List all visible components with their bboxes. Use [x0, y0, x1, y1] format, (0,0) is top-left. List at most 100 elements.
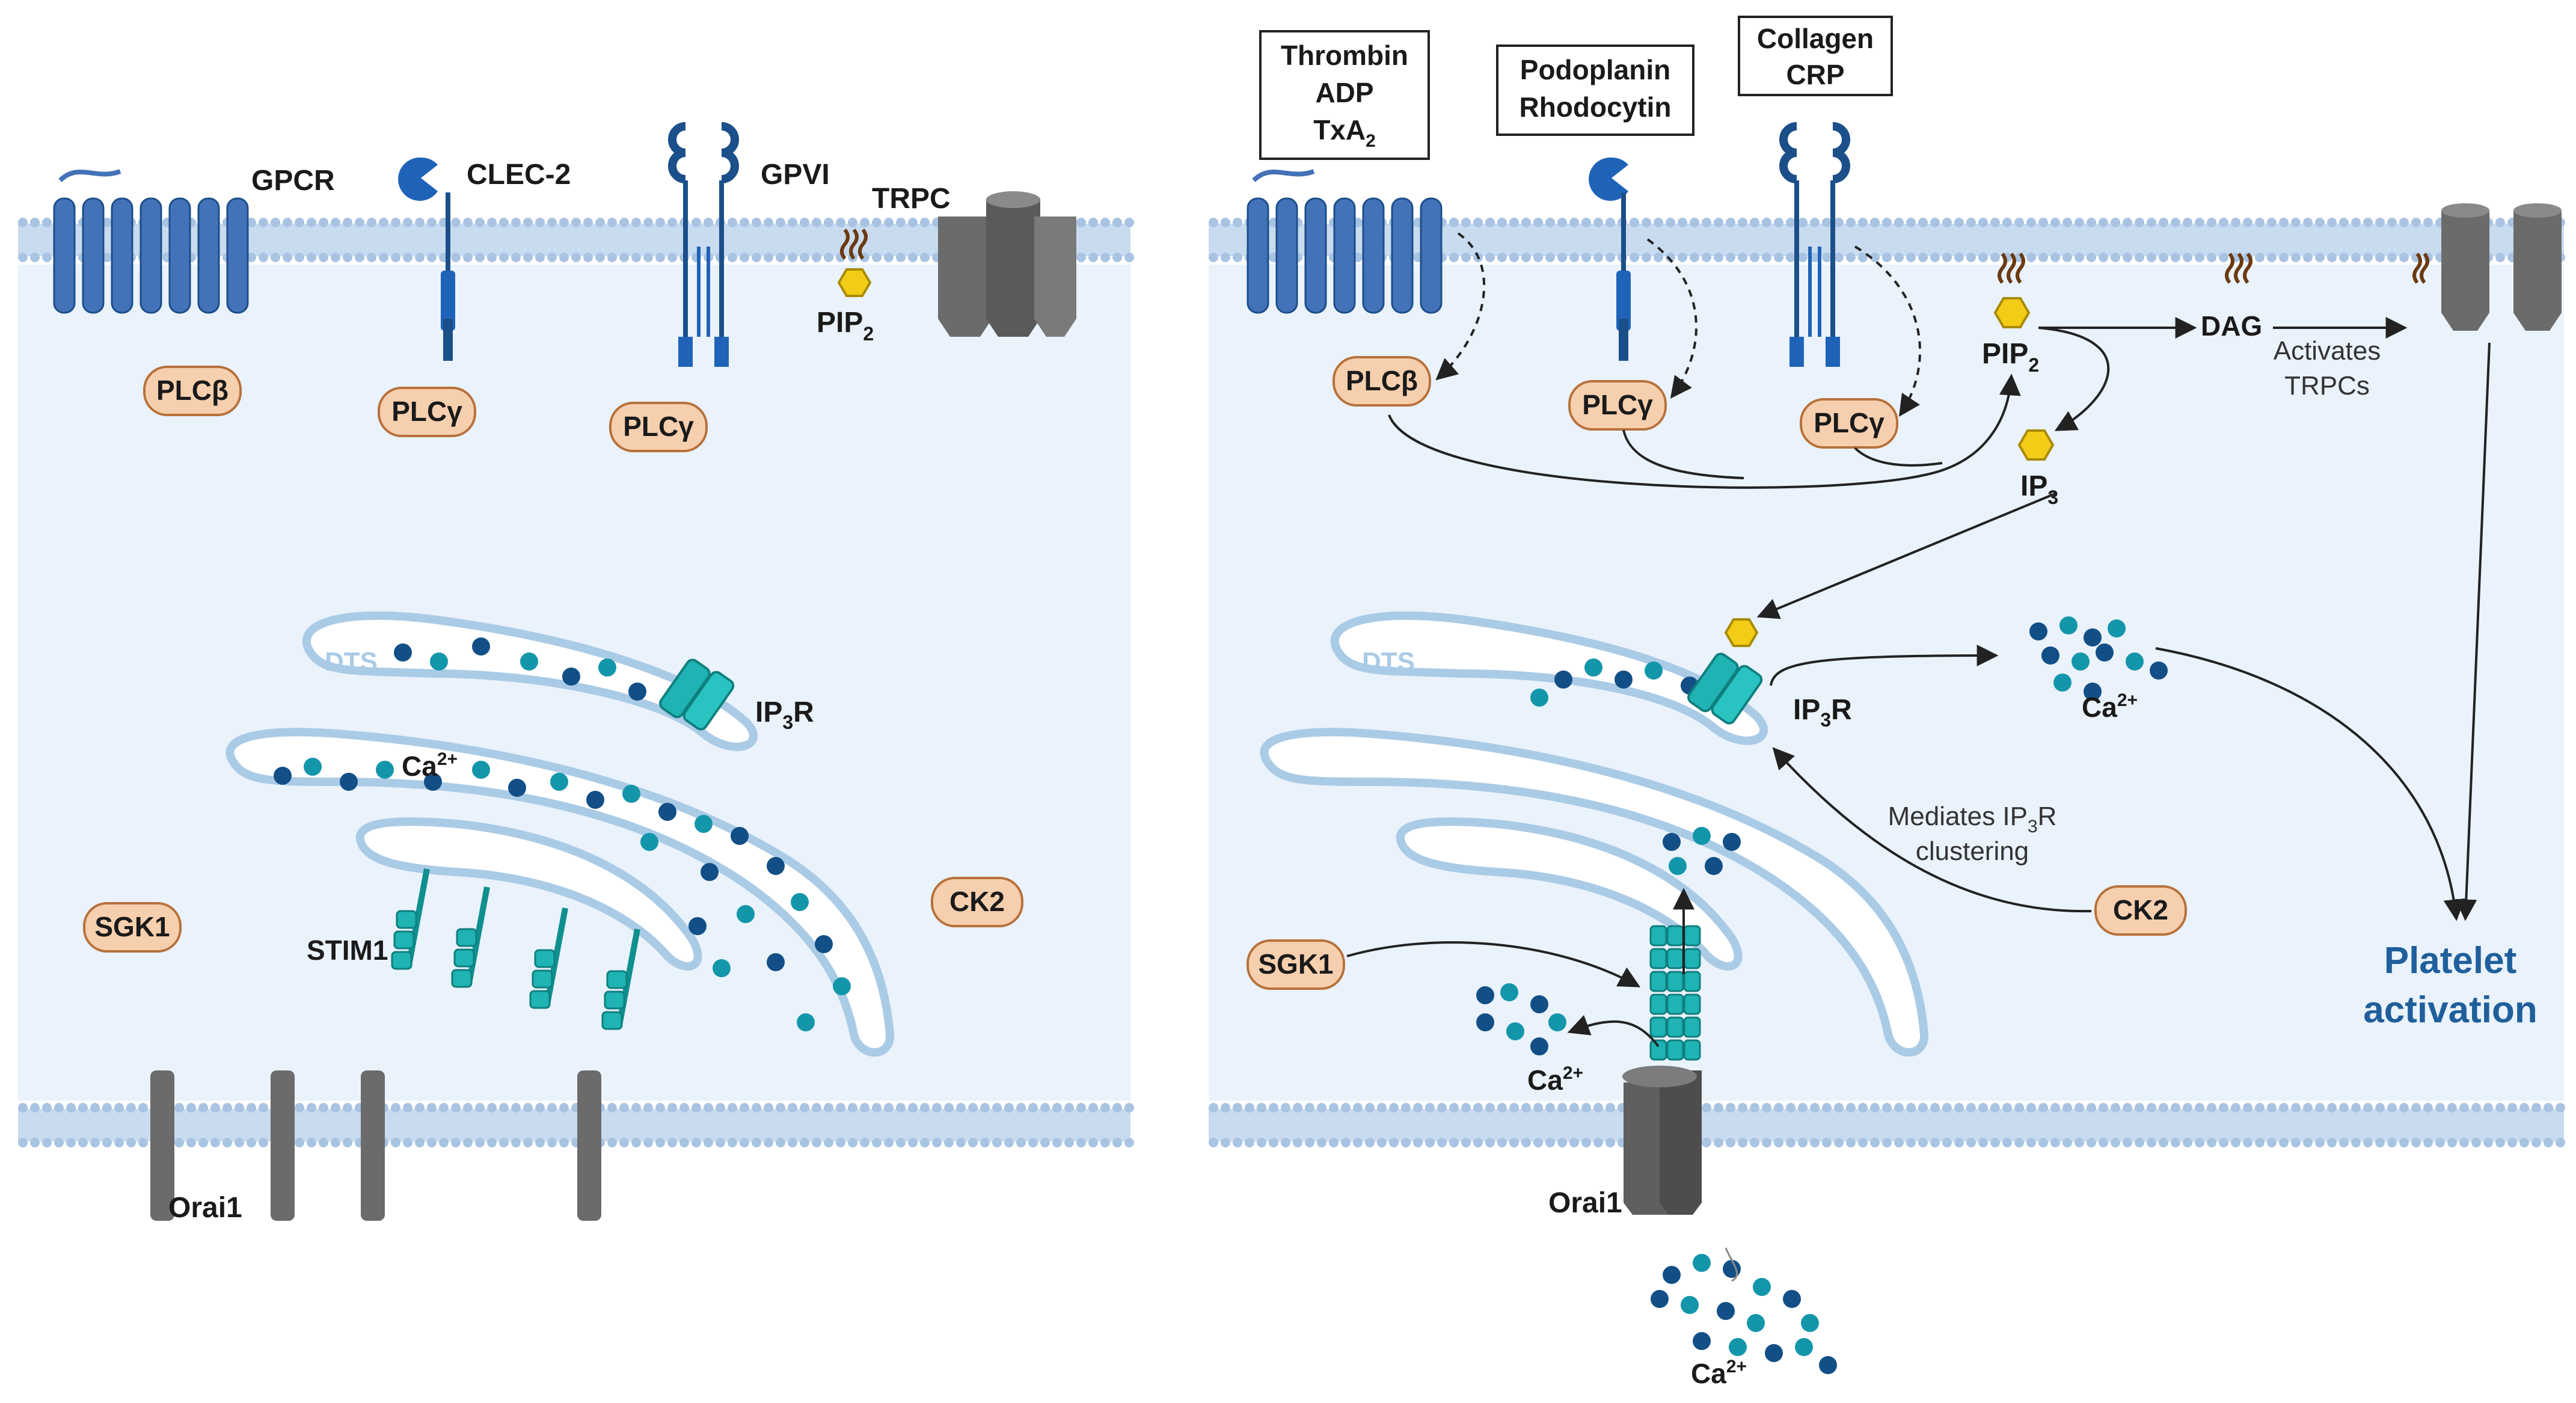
calcium-ion	[622, 785, 640, 803]
lipid-head	[1233, 253, 1242, 262]
lipid-head	[848, 1138, 857, 1147]
lipid-head	[1978, 1138, 1988, 1147]
lipid-head	[1485, 1138, 1495, 1147]
lipid-head	[884, 218, 894, 227]
lipid-head	[1449, 1138, 1459, 1147]
lipid-head	[487, 253, 497, 262]
lipid-head	[295, 1103, 304, 1113]
lipid-head	[475, 1138, 485, 1147]
calcium-ion	[1554, 671, 1572, 689]
lipid-head	[2471, 1103, 2481, 1113]
svg-text:Rhodocytin: Rhodocytin	[1520, 91, 1672, 123]
gpcr-helix	[1333, 197, 1356, 314]
lipid-head	[2183, 253, 2192, 262]
lipid-head	[2532, 1103, 2541, 1113]
lipid-head	[1100, 1103, 1110, 1113]
lipid-head	[908, 1103, 918, 1113]
lipid-head	[1605, 218, 1615, 227]
lipid-head	[1774, 1103, 1783, 1113]
lipid-head	[535, 218, 545, 227]
lipid-head	[1581, 1103, 1591, 1113]
lipid-head	[451, 253, 461, 262]
lipid-head	[1978, 218, 1988, 227]
lipid-head	[1738, 1138, 1747, 1147]
lipid-head	[1545, 1103, 1555, 1113]
lipid-head	[752, 253, 761, 262]
lipid-head	[186, 1103, 196, 1113]
lipid-head	[1076, 253, 1086, 262]
stim1-domain	[453, 948, 475, 968]
lipid-head	[1461, 253, 1471, 262]
lipid-head	[1810, 1103, 1820, 1113]
gpvi-ig-domain	[721, 122, 739, 183]
lipid-head	[2544, 1138, 2553, 1147]
lipid-head	[427, 1138, 437, 1147]
lipid-head	[1353, 1138, 1363, 1147]
lipid-head	[1593, 1138, 1603, 1147]
lipid-head	[499, 1103, 509, 1113]
lipid-head	[186, 1138, 196, 1147]
lipid-head	[1906, 253, 1916, 262]
lipid-head	[692, 1138, 701, 1147]
stim1-domain	[1683, 948, 1701, 969]
gpcr-helix	[1420, 197, 1443, 314]
lipid-head	[78, 1103, 88, 1113]
lipid-head	[475, 218, 485, 227]
calcium-ion	[1615, 671, 1633, 689]
lipid-head	[2111, 1103, 2120, 1113]
lipid-head	[2255, 1138, 2265, 1147]
svg-text:SGK1: SGK1	[94, 911, 170, 942]
lipid-head	[78, 1138, 88, 1147]
gpcr-helix	[53, 197, 76, 314]
lipid-head	[692, 1103, 701, 1113]
calcium-ion	[274, 767, 292, 785]
lipid-head	[728, 253, 737, 262]
lipid-head	[523, 1103, 533, 1113]
lipid-head	[1846, 218, 1856, 227]
plcb-enzyme-right: PLCβ	[1332, 356, 1431, 407]
lipid-head	[1726, 1138, 1735, 1147]
calcium-ion	[1584, 659, 1602, 677]
lipid-head	[2519, 1138, 2529, 1147]
pathway-arrows	[1346, 232, 2491, 1282]
lipid-head	[2062, 1138, 2072, 1147]
lipid-head	[2050, 253, 2060, 262]
lipid-head	[2014, 1103, 2024, 1113]
ca-label-extracellular: Ca2+	[1691, 1357, 1747, 1389]
lipid-head	[740, 218, 749, 227]
lipid-head	[283, 253, 292, 262]
lipid-head	[1365, 1138, 1375, 1147]
lipid-head	[2339, 1138, 2349, 1147]
stim1-domain	[451, 969, 473, 988]
gpvi-ig-domain	[1832, 122, 1850, 183]
lipid-head	[1774, 218, 1783, 227]
lipid-head	[631, 1138, 641, 1147]
lipid-head	[2339, 253, 2349, 262]
lipid-head	[114, 1138, 124, 1147]
lipid-head	[643, 1138, 653, 1147]
lipid-head	[1942, 253, 1952, 262]
lipid-head	[2351, 253, 2361, 262]
lipid-head	[1762, 218, 1771, 227]
lipid-head	[1786, 1138, 1796, 1147]
lipid-head	[776, 1138, 785, 1147]
lipid-head	[1545, 253, 1555, 262]
lipid-head	[1798, 1103, 1808, 1113]
calcium-ion	[1693, 1254, 1711, 1272]
lipid-head	[2315, 253, 2325, 262]
lipid-head	[427, 253, 437, 262]
lipid-head	[1497, 218, 1507, 227]
lipid-head	[716, 1138, 725, 1147]
lipid-head	[1389, 1103, 1399, 1113]
lipid-head	[1124, 1138, 1134, 1147]
lipid-head	[174, 1103, 184, 1113]
lipid-head	[1930, 253, 1940, 262]
lipid-head	[198, 1103, 208, 1113]
lipid-head	[1076, 1103, 1086, 1113]
lipid-head	[2327, 1103, 2337, 1113]
lipid-head	[1654, 253, 1663, 262]
agonist-box-gpcr: Thrombin ADP TxA2	[1259, 30, 1430, 160]
lipid-head	[2399, 218, 2409, 227]
lipid-head	[2363, 253, 2373, 262]
lipid-head	[126, 1103, 136, 1113]
